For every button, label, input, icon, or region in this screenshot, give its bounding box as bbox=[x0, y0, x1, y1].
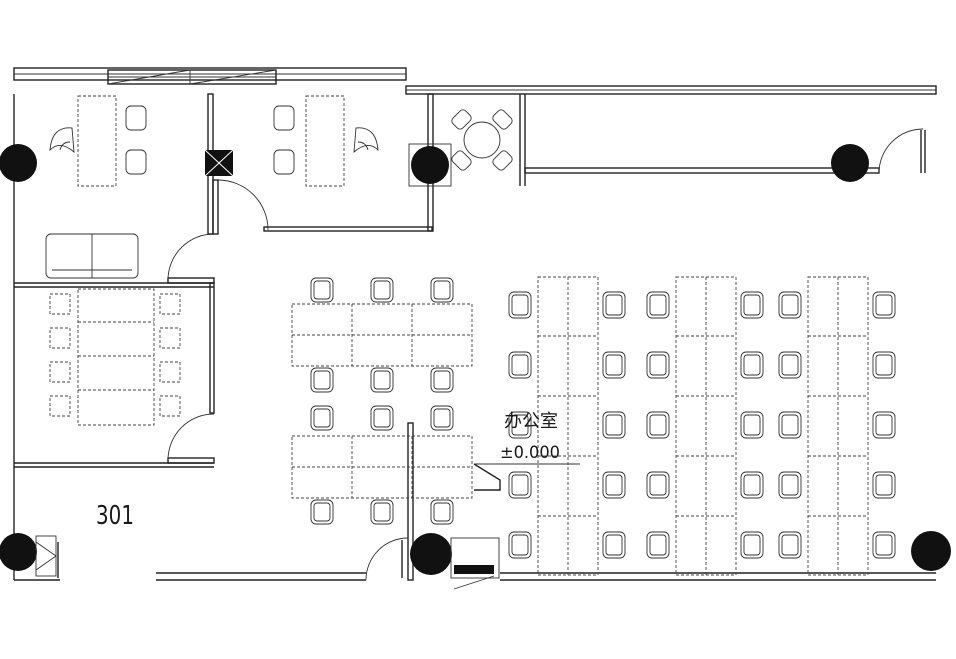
chair bbox=[778, 351, 802, 379]
chair bbox=[508, 411, 532, 439]
chair bbox=[646, 411, 670, 439]
chair bbox=[602, 531, 626, 559]
chair bbox=[778, 531, 802, 559]
chair bbox=[740, 531, 764, 559]
chair bbox=[310, 277, 334, 303]
chair bbox=[430, 277, 454, 303]
chair bbox=[310, 405, 334, 431]
chair bbox=[370, 367, 394, 393]
chair bbox=[430, 367, 454, 393]
chair bbox=[740, 351, 764, 379]
chair bbox=[872, 291, 896, 319]
chair bbox=[872, 351, 896, 379]
chair bbox=[646, 531, 670, 559]
chair bbox=[508, 531, 532, 559]
chair bbox=[49, 395, 71, 417]
chair bbox=[430, 405, 454, 431]
chair bbox=[646, 291, 670, 319]
executive-office-2 bbox=[273, 95, 379, 187]
room-elevation: ±0.000 bbox=[500, 443, 560, 463]
chair bbox=[602, 291, 626, 319]
chair bbox=[49, 327, 71, 349]
room-number: 301 bbox=[96, 501, 134, 531]
chair bbox=[778, 471, 802, 499]
chair bbox=[508, 471, 532, 499]
chair bbox=[740, 471, 764, 499]
chair bbox=[872, 411, 896, 439]
chair bbox=[159, 327, 181, 349]
chair bbox=[646, 351, 670, 379]
structural-columns bbox=[0, 143, 951, 575]
workstation-blocks bbox=[508, 276, 896, 576]
chair bbox=[872, 471, 896, 499]
chair bbox=[159, 361, 181, 383]
column bbox=[911, 531, 951, 571]
executive-office-1 bbox=[45, 95, 147, 279]
exterior-walls bbox=[13, 67, 937, 581]
chair bbox=[508, 351, 532, 379]
chair bbox=[159, 395, 181, 417]
desk-block bbox=[807, 276, 869, 576]
chair bbox=[740, 291, 764, 319]
chair bbox=[602, 351, 626, 379]
chair bbox=[370, 405, 394, 431]
chair bbox=[646, 471, 670, 499]
desk-block bbox=[675, 276, 737, 576]
chair bbox=[602, 411, 626, 439]
chair bbox=[740, 411, 764, 439]
chair bbox=[370, 499, 394, 525]
column bbox=[411, 146, 449, 184]
chair bbox=[602, 471, 626, 499]
chair bbox=[159, 293, 181, 315]
room-name: 办公室 bbox=[504, 411, 558, 432]
chair bbox=[508, 291, 532, 319]
column bbox=[0, 144, 37, 182]
column bbox=[410, 533, 452, 575]
interior-walls bbox=[14, 93, 926, 581]
round-meeting-table bbox=[451, 109, 513, 171]
equipment bbox=[35, 535, 500, 590]
chair bbox=[430, 499, 454, 525]
chair bbox=[370, 277, 394, 303]
chair bbox=[49, 361, 71, 383]
chair bbox=[310, 367, 334, 393]
chair bbox=[778, 291, 802, 319]
conference-room bbox=[49, 288, 181, 426]
workstation-cluster-1 bbox=[291, 277, 473, 525]
chair bbox=[49, 293, 71, 315]
chair bbox=[872, 531, 896, 559]
column bbox=[0, 533, 37, 571]
column bbox=[831, 144, 869, 182]
chair bbox=[310, 499, 334, 525]
chair bbox=[778, 411, 802, 439]
